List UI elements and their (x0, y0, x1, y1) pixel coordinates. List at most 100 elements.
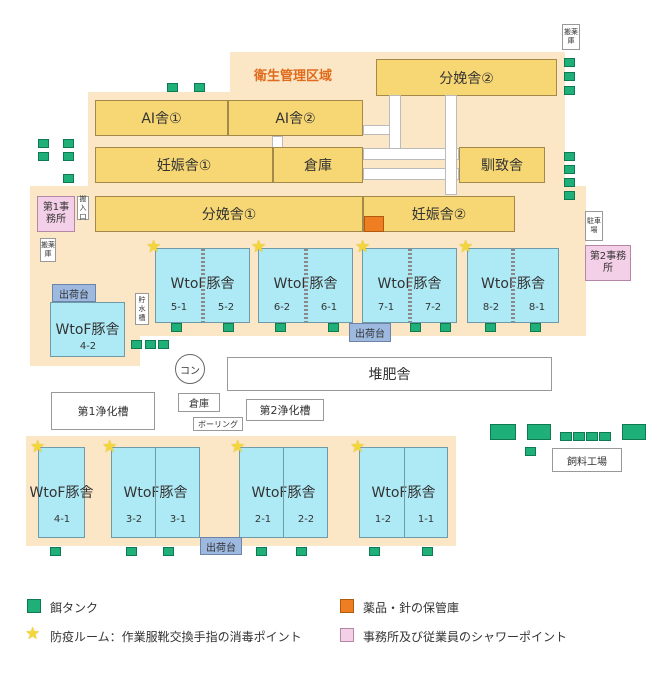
barn-divider (304, 249, 308, 322)
feed-tank-icon (126, 547, 137, 556)
building-shiryou: 飼料工場 (552, 448, 622, 472)
pig-barn-number: 6-1 (320, 302, 338, 313)
disinfect-star-icon: ★ (458, 237, 474, 257)
pig-barn-number: 5-1 (170, 302, 188, 313)
corridor (445, 95, 457, 195)
legend-feed-tank-icon (27, 599, 41, 613)
hanyu-box: 搬入口 (77, 194, 89, 221)
building-label: 分娩舎① (201, 207, 257, 223)
feed-tank-icon (275, 323, 286, 332)
feed-tank-icon (560, 432, 572, 441)
compost-circle: コン (175, 354, 205, 384)
office-label: 第1事務所 (42, 202, 70, 225)
hanyo-box-2: 搬薬庫 (562, 24, 580, 50)
disinfect-star-icon: ★ (350, 437, 366, 457)
feed-tank-icon (63, 152, 74, 161)
corridor (389, 95, 401, 150)
building-junchi: 馴致舎 (459, 147, 545, 183)
feed-tank-icon (63, 139, 74, 148)
building-johka-2: 第2浄化槽 (246, 399, 324, 421)
building-taihi: 堆肥舎 (227, 357, 552, 391)
feed-tank-icon (440, 323, 451, 332)
feed-tank-icon (296, 547, 307, 556)
building-label: 馴致舎 (481, 158, 523, 174)
barn-divider (408, 249, 412, 322)
disinfect-star-icon: ★ (251, 237, 267, 257)
legend-disinfect-label: 防疫ルーム：作業服靴交換手指の消毒ポイント (50, 630, 302, 644)
feed-tank-icon (328, 323, 339, 332)
building-label: 倉庫 (304, 158, 332, 174)
corridor (363, 148, 459, 160)
feed-tank-icon (564, 165, 575, 174)
legend-medicine-icon (340, 599, 354, 613)
disinfect-star-icon: ★ (146, 237, 162, 257)
barn-divider (511, 249, 515, 322)
feed-tank-icon (485, 323, 496, 332)
pig-barn-number: 8-2 (482, 302, 500, 313)
feed-tank-icon (564, 191, 575, 200)
pig-barn-number: 3-2 (125, 514, 143, 525)
barn-divider (155, 448, 156, 537)
medicine-storage (364, 216, 384, 232)
feed-tank-icon (490, 424, 516, 440)
feed-tank-icon (63, 174, 74, 183)
feed-tank-icon (194, 83, 205, 92)
pig-barn-number: 6-2 (273, 302, 291, 313)
shipping-label: 出荷台 (206, 542, 236, 554)
building-souko: 倉庫 (273, 147, 363, 183)
feed-tank-icon (527, 424, 551, 440)
feed-tank-icon (622, 424, 646, 440)
disinfect-star-icon: ★ (355, 237, 371, 257)
shipping-platform: 出荷台 (52, 284, 96, 302)
feed-tank-icon (564, 178, 575, 187)
building-bunben-1: 分娩舎① (95, 196, 363, 232)
feed-tank-icon (145, 340, 156, 349)
water-tank-box: 貯水槽 (135, 293, 149, 325)
pig-barn-number: 5-2 (217, 302, 235, 313)
building-label: 堆肥舎 (368, 367, 411, 383)
feed-tank-icon (163, 547, 174, 556)
feed-tank-icon (167, 83, 178, 92)
parking-box: 駐車場 (585, 211, 603, 241)
building-label: 飼料工場 (567, 456, 607, 468)
pig-barn-title: WtoF豚舎 (360, 482, 447, 502)
feed-tank-icon (564, 86, 575, 95)
feed-tank-icon (38, 152, 49, 161)
feed-tank-icon (530, 323, 541, 332)
feed-tank-icon (38, 139, 49, 148)
legend-office-icon (340, 628, 354, 642)
feed-tank-icon (223, 323, 234, 332)
feed-tank-icon (369, 547, 380, 556)
pig-barn-number: 1-2 (374, 514, 392, 525)
barn-divider (201, 249, 205, 322)
building-label: 分娩舎② (439, 70, 494, 87)
feed-tank-icon (50, 547, 61, 556)
pig-barn-1: WtoF豚舎 1-2 1-1 (359, 447, 448, 538)
legend-medicine-label: 薬品・針の保管庫 (363, 601, 460, 615)
building-label: 妊娠舎① (156, 158, 212, 174)
feed-tank-icon (564, 58, 575, 67)
pig-barn-title: WtoF豚舎 (29, 485, 94, 501)
pig-barn-number: 1-1 (417, 514, 435, 525)
feed-tank-icon (131, 340, 142, 349)
barn-divider (404, 448, 405, 537)
feed-tank-icon (564, 72, 575, 81)
building-souko-2: 倉庫 (178, 393, 220, 412)
feed-tank-icon (525, 447, 536, 456)
feed-tank-icon (422, 547, 433, 556)
building-label: AI舎① (141, 111, 182, 127)
pig-barn-4-2: WtoF豚舎 4-2 (50, 302, 125, 357)
pig-barn-title: WtoF豚舎 (55, 322, 120, 338)
pig-barn-number: 4-2 (79, 341, 97, 352)
pig-barn-number: 3-1 (169, 514, 187, 525)
building-label: 第2浄化槽 (259, 404, 311, 417)
box-label: 搬薬庫 (41, 241, 55, 258)
legend-shower-label: 事務所及び従業員のシャワーポイント (363, 630, 568, 644)
building-ninshin-1: 妊娠舎① (95, 147, 273, 183)
box-label: 搬入口 (79, 194, 87, 221)
building-ai-1: AI舎① (95, 100, 228, 136)
building-boring: ボーリング (193, 417, 243, 431)
corridor (363, 168, 459, 180)
box-label: 貯水槽 (138, 295, 146, 322)
hanyo-box-1: 搬薬庫 (40, 238, 56, 262)
